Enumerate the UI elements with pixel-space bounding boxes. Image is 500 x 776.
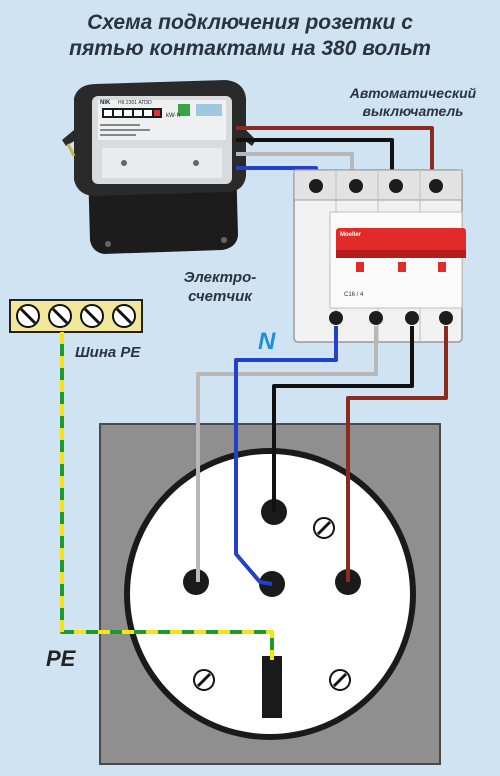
meter-to-breaker-wires (236, 126, 434, 172)
socket-pin-pe (262, 656, 282, 718)
wire-grey-top (236, 152, 354, 172)
pe-wire (60, 332, 274, 660)
breaker-label-line-1: Автоматический (349, 85, 477, 101)
wire-blue-bottom (234, 326, 338, 586)
meter-label-line-2: счетчик (188, 288, 252, 305)
electric-meter: NIK НК 2301 АП3D kW·h (62, 80, 256, 254)
title-line-1: Схема подключения розетки с (87, 11, 413, 34)
meter-label: Электро- счетчик (178, 268, 262, 306)
meter-unit: kW·h (166, 113, 180, 119)
meter-label-line-1: Электро- (183, 269, 257, 286)
breaker-to-socket-wires (196, 326, 448, 586)
title-line-2: пятью контактами на 380 вольт (69, 37, 431, 60)
wire-black-bottom (272, 326, 414, 512)
breaker-label-line-2: выключатель (362, 103, 464, 119)
breaker-label: Автоматический выключатель (333, 84, 493, 120)
breaker-brand: Moeller (340, 232, 362, 238)
circuit-breaker: Moeller C16 / 4 (293, 169, 466, 343)
meter-model: НК 2301 АП3D (118, 100, 152, 106)
neutral-label: N (258, 328, 276, 355)
breaker-rating: C16 / 4 (344, 292, 364, 298)
pe-bus-label: Шина PE (75, 344, 141, 361)
socket (99, 423, 441, 765)
meter-brand: NIK (100, 100, 111, 106)
wire-black-top (236, 138, 394, 172)
pe-label: PE (46, 646, 76, 671)
diagram-title: Схема подключения розетки с пятью контак… (0, 10, 500, 62)
wire-grey-bottom (196, 326, 378, 582)
socket-screws (193, 517, 351, 691)
pe-bus (9, 299, 143, 333)
wire-brown-top (236, 126, 434, 172)
pe-bus-screws (16, 304, 136, 328)
wire-brown-bottom (346, 326, 448, 582)
